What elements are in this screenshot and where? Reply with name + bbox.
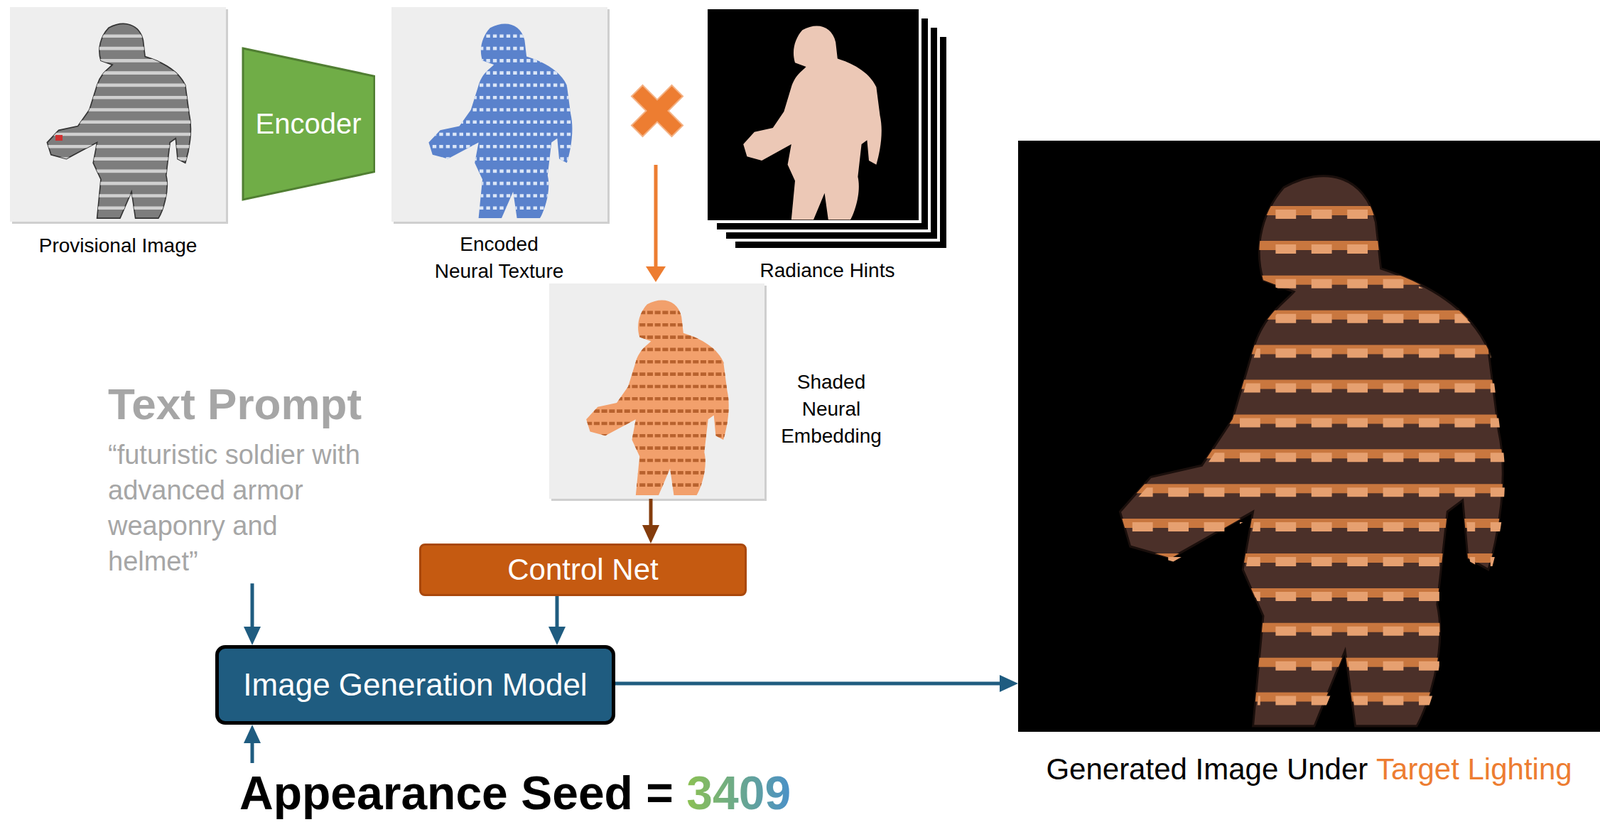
text-group: Text Prompt “futuristic soldier with adva… (107, 380, 378, 580)
output-ground (1018, 140, 1600, 732)
prompt-block: Text Prompt “futuristic soldier with adva… (107, 380, 378, 580)
multiply-arrowhead (645, 266, 666, 283)
image-caption: Shaded Neural Embedding (777, 368, 885, 450)
text-group: Encoded Neural Texture (429, 230, 569, 285)
flow-arrow (555, 596, 560, 631)
output-image: Generated Image UnderTarget Lighting (1018, 140, 1600, 732)
seed-label: Appearance Seed =3409 (239, 767, 791, 820)
highlight-text: Target Lighting (1376, 752, 1573, 786)
image-panel: Provisional Image (9, 7, 226, 222)
image-panel: Shaded Neural Embedding (549, 283, 765, 499)
seed-value: 3409 (686, 767, 791, 820)
image-panel: Encoded Neural Texture (391, 7, 608, 222)
flow-arrow (649, 498, 653, 530)
encoder-trapezoid: Encoder (241, 46, 376, 202)
prompt-text: “futuristic soldier with advanced armor … (107, 436, 371, 580)
trapezoid-outline (242, 48, 375, 200)
text-group: Encoder (255, 107, 362, 140)
process-box: Control Net (419, 543, 747, 597)
panel-ground (391, 7, 608, 222)
prompt-heading: Text Prompt (107, 380, 378, 429)
panel-ground (9, 7, 226, 222)
armor-bands (563, 312, 754, 486)
radiance-stack: Radiance Hints (706, 7, 949, 251)
block-label: Image Generation Model (242, 667, 587, 703)
text-group: Appearance Seed =3409 (239, 767, 791, 820)
block-label: Encoder (255, 107, 362, 140)
image-caption: Generated Image Under (1045, 752, 1368, 786)
flow-arrow (250, 583, 255, 631)
flow-arrow (615, 682, 1004, 686)
text-group: Control Net (507, 552, 658, 587)
radiance-stack (704, 6, 950, 251)
text-group: Image Generation Model (242, 667, 587, 703)
block-label: Control Net (507, 552, 658, 587)
multiply-arrow (654, 164, 658, 269)
image-caption: Radiance Hints (706, 257, 949, 285)
flow-arrow (250, 738, 255, 764)
image-caption: Encoded Neural Texture (429, 230, 569, 285)
text-group: Shaded Neural Embedding (777, 368, 885, 450)
text-group: Radiance Hints (706, 257, 949, 285)
armor-bands (24, 36, 216, 209)
text-group: Provisional Image (9, 232, 226, 260)
robot-figure (743, 25, 882, 220)
texture-noise (405, 36, 598, 209)
panel-ground (549, 283, 765, 499)
light-accent (55, 134, 63, 141)
multiply-symbol (616, 70, 697, 151)
armor-highlights (1060, 214, 1573, 702)
seed-text: Appearance Seed = (239, 766, 674, 820)
text-group: Generated Image UnderTarget Lighting (1018, 752, 1600, 787)
image-caption: Provisional Image (9, 232, 226, 260)
model-box: Image Generation Model (215, 645, 616, 725)
